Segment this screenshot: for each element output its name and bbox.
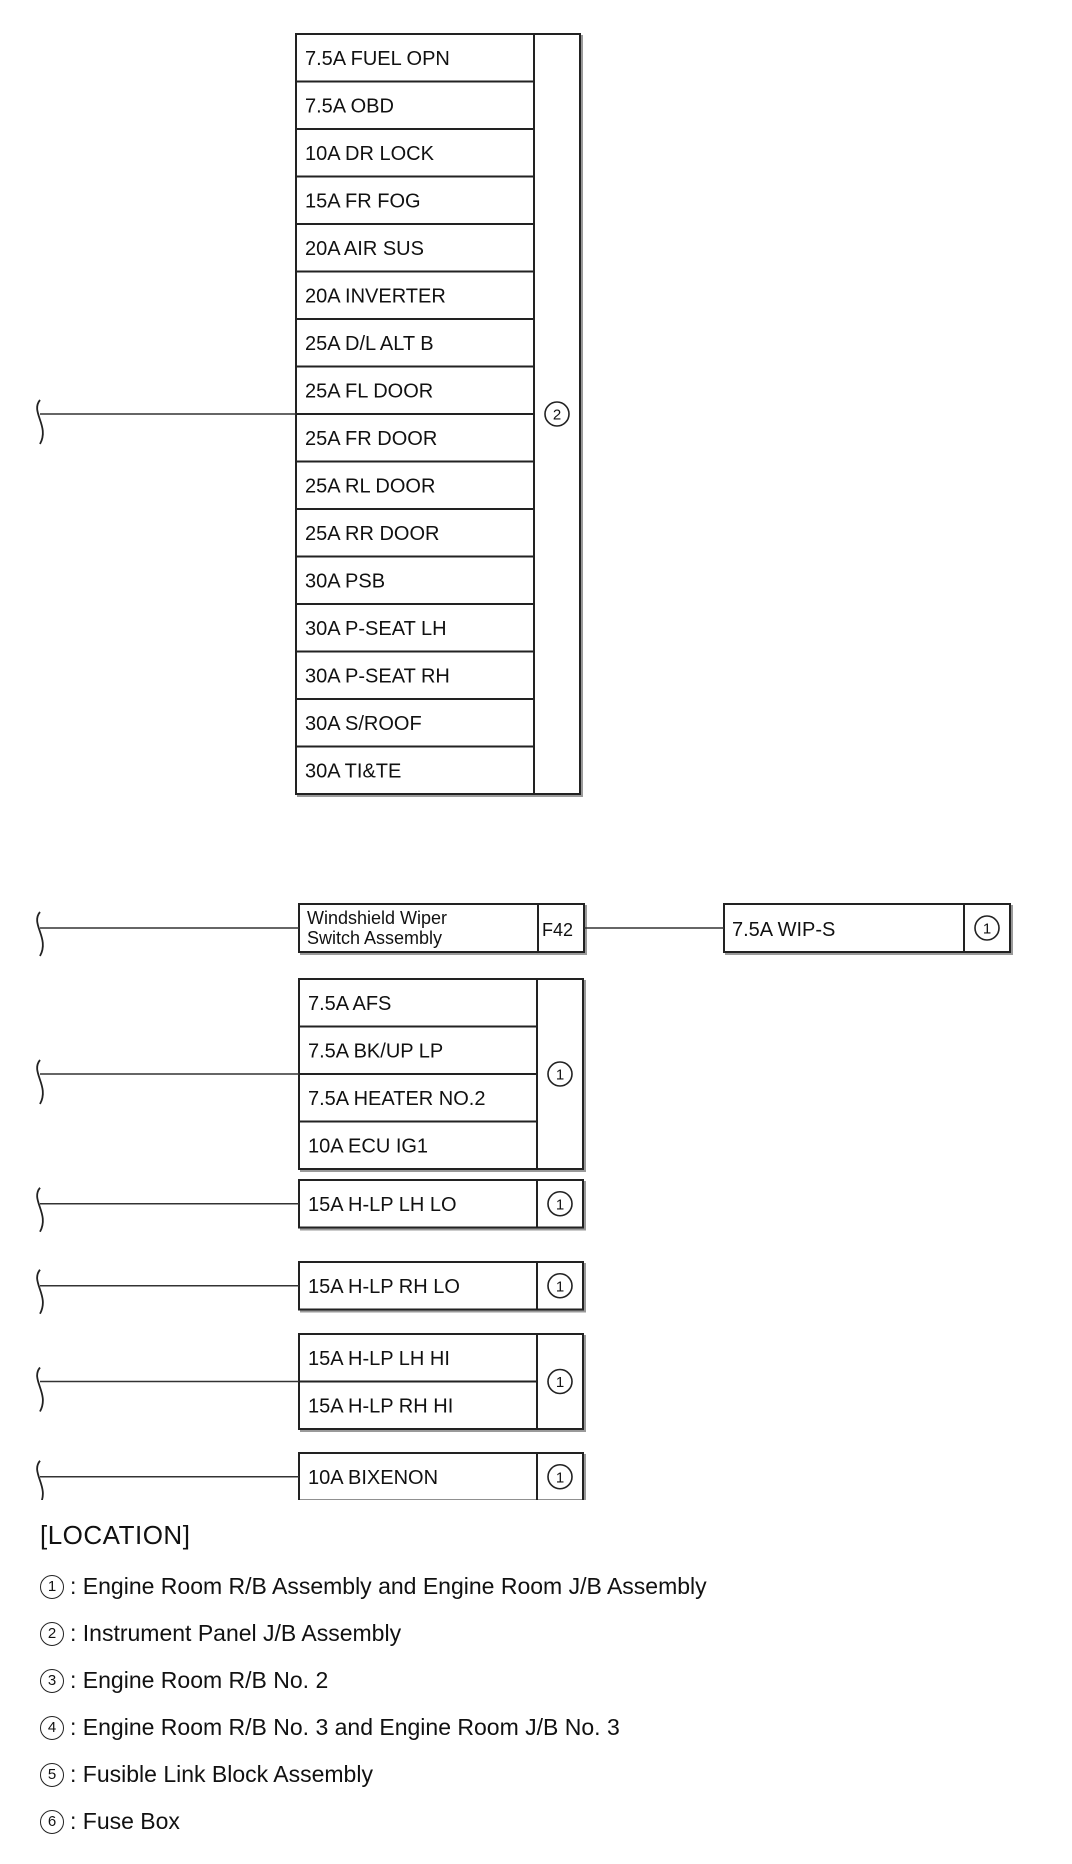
ip-jb-group-location-badge-circle — [544, 401, 570, 427]
wiper-connector-box — [537, 903, 585, 953]
ip-jb-group-fuse-cell — [295, 603, 535, 653]
legend-location-text: : Fuse Box — [70, 1808, 180, 1834]
ip-jb-group-location-badge: 2 — [553, 407, 561, 424]
ip-jb-group-fuse-label: 25A RL DOOR — [305, 475, 435, 497]
legend-location-number: 2 — [40, 1621, 64, 1646]
hlp-hi-group-location-badge: 1 — [556, 1374, 564, 1391]
hlp-lh-lo-group-break-mark — [36, 1187, 44, 1233]
legend-location-number: 4 — [40, 1715, 64, 1740]
legend-location-text: : Fusible Link Block Assembly — [70, 1761, 373, 1787]
wiper-switch-label-line2: Switch Assembly — [307, 928, 442, 948]
legend-location-text: : Instrument Panel J/B Assembly — [70, 1620, 402, 1646]
ip-jb-group-fuse-label: 30A TI&TE — [305, 760, 401, 782]
ecu-ig1-group-fuse-label: 7.5A HEATER NO.2 — [308, 1088, 485, 1110]
hlp-hi-group-location-badge-circle — [547, 1368, 573, 1395]
ip-jb-group-fuse-label: 30A PSB — [305, 570, 385, 592]
hlp-hi-group-fuse-label: 15A H-LP RH HI — [308, 1395, 453, 1417]
hlp-rh-lo-group-location-badge-circle — [547, 1272, 573, 1299]
ip-jb-group-fuse-label: 7.5A FUEL OPN — [305, 48, 450, 70]
ip-jb-group-fuse-cell — [295, 413, 535, 463]
wiper-switch-label-line1: Windshield Wiper — [307, 908, 447, 928]
ip-jb-group-fuse-label: 15A FR FOG — [305, 190, 421, 212]
hlp-rh-lo-group-location-badge: 1 — [556, 1278, 564, 1295]
ip-jb-group-fuse-label: 25A RR DOOR — [305, 523, 439, 545]
legend-item: 4: Engine Room R/B No. 3 and Engine Room… — [40, 1704, 1040, 1751]
wiper-fuse-label: 7.5A WIP-S — [732, 919, 835, 941]
legend-item: 2: Instrument Panel J/B Assembly — [40, 1610, 1040, 1657]
location-legend: [LOCATION] 1: Engine Room R/B Assembly a… — [40, 1520, 1040, 1845]
ip-jb-group-fuse-label: 30A S/ROOF — [305, 713, 422, 735]
ip-jb-group-fuse-cell — [295, 128, 535, 178]
ip-jb-group-fuse-label: 30A P-SEAT LH — [305, 618, 447, 640]
hlp-lh-lo-group-location-badge-circle — [547, 1190, 573, 1217]
ecu-ig1-group-location-badge: 1 — [556, 1067, 564, 1084]
wiper-fuse-location-badge-circle — [974, 915, 1000, 941]
ip-jb-group-fuse-label: 25A FL DOOR — [305, 380, 433, 402]
hlp-rh-lo-group-fuse-label: 15A H-LP RH LO — [308, 1276, 460, 1298]
bixenon-group-location-badge-circle — [547, 1463, 573, 1490]
ip-jb-group-fuse-label: 10A DR LOCK — [305, 143, 435, 165]
ip-jb-group-fuse-label: 25A FR DOOR — [305, 428, 437, 450]
legend-location-text: : Engine Room R/B No. 2 — [70, 1667, 329, 1693]
wiper-connector-label: F42 — [542, 920, 573, 940]
ecu-ig1-group-fuse-label: 7.5A BK/UP LP — [308, 1040, 443, 1062]
legend-location-number: 1 — [40, 1574, 64, 1599]
hlp-lh-lo-group-fuse-label: 15A H-LP LH LO — [308, 1194, 457, 1216]
bixenon-group-break-mark — [36, 1460, 44, 1500]
ip-jb-group-fuse-label: 25A D/L ALT B — [305, 333, 434, 355]
hlp-rh-lo-group-break-mark — [36, 1269, 44, 1315]
legend-title: [LOCATION] — [40, 1520, 191, 1550]
bixenon-group-fuse-cell — [298, 1452, 538, 1500]
legend-item: 1: Engine Room R/B Assembly and Engine R… — [40, 1563, 1040, 1610]
ecu-ig1-group-fuse-cell — [298, 1120, 538, 1170]
ip-jb-group-fuse-label: 20A AIR SUS — [305, 238, 424, 260]
ip-jb-group-fuse-cell — [295, 460, 535, 510]
hlp-hi-group-fuse-label: 15A H-LP LH HI — [308, 1348, 450, 1370]
wiper-switch-box — [298, 903, 539, 953]
legend-location-number: 3 — [40, 1668, 64, 1693]
legend-item: 5: Fusible Link Block Assembly — [40, 1751, 1040, 1798]
legend-list: 1: Engine Room R/B Assembly and Engine R… — [40, 1563, 1040, 1845]
ip-jb-group-fuse-label: 20A INVERTER — [305, 285, 446, 307]
ecu-ig1-group-fuse-cell — [298, 978, 538, 1028]
ecu-ig1-group-fuse-label: 10A ECU IG1 — [308, 1135, 428, 1157]
legend-location-number: 6 — [40, 1809, 64, 1834]
fuse-diagram: 7.5A FUEL OPN 7.5A OBD 10A DR LOCK 15A FR F… — [36, 33, 1013, 1500]
legend-location-text: : Engine Room R/B Assembly and Engine Ro… — [70, 1573, 707, 1599]
ip-jb-group-break-mark — [36, 399, 44, 445]
legend-location-number: 5 — [40, 1762, 64, 1787]
ecu-ig1-group-break-mark — [36, 1059, 44, 1105]
ip-jb-group-fuse-label: 30A P-SEAT RH — [305, 665, 450, 687]
legend-item: 6: Fuse Box — [40, 1798, 1040, 1845]
ip-jb-group-fuse-cell — [295, 555, 535, 605]
ip-jb-group-fuse-cell — [295, 223, 535, 273]
ecu-ig1-group-location-badge-circle — [547, 1061, 573, 1087]
bixenon-group-location-badge: 1 — [556, 1469, 564, 1486]
ip-jb-group-fuse-label: 7.5A OBD — [305, 95, 394, 117]
legend-location-text: : Engine Room R/B No. 3 and Engine Room … — [70, 1714, 620, 1740]
legend-item: 3: Engine Room R/B No. 2 — [40, 1657, 1040, 1704]
hlp-hi-group-break-mark — [36, 1366, 44, 1412]
ip-jb-group-fuse-cell — [295, 270, 535, 320]
hlp-hi-group-fuse-cell — [298, 1380, 538, 1430]
ip-jb-group-fuse-cell — [295, 508, 535, 558]
ecu-ig1-group-fuse-cell — [298, 1073, 538, 1123]
wiper-fuse-location-badge: 1 — [983, 921, 991, 938]
wiper-break-mark — [36, 911, 44, 957]
hlp-lh-lo-group-location-badge: 1 — [556, 1196, 564, 1213]
ecu-ig1-group-fuse-label: 7.5A AFS — [308, 993, 391, 1015]
ip-jb-group-fuse-cell — [295, 745, 535, 795]
bixenon-group-fuse-label: 10A BIXENON — [308, 1467, 438, 1489]
